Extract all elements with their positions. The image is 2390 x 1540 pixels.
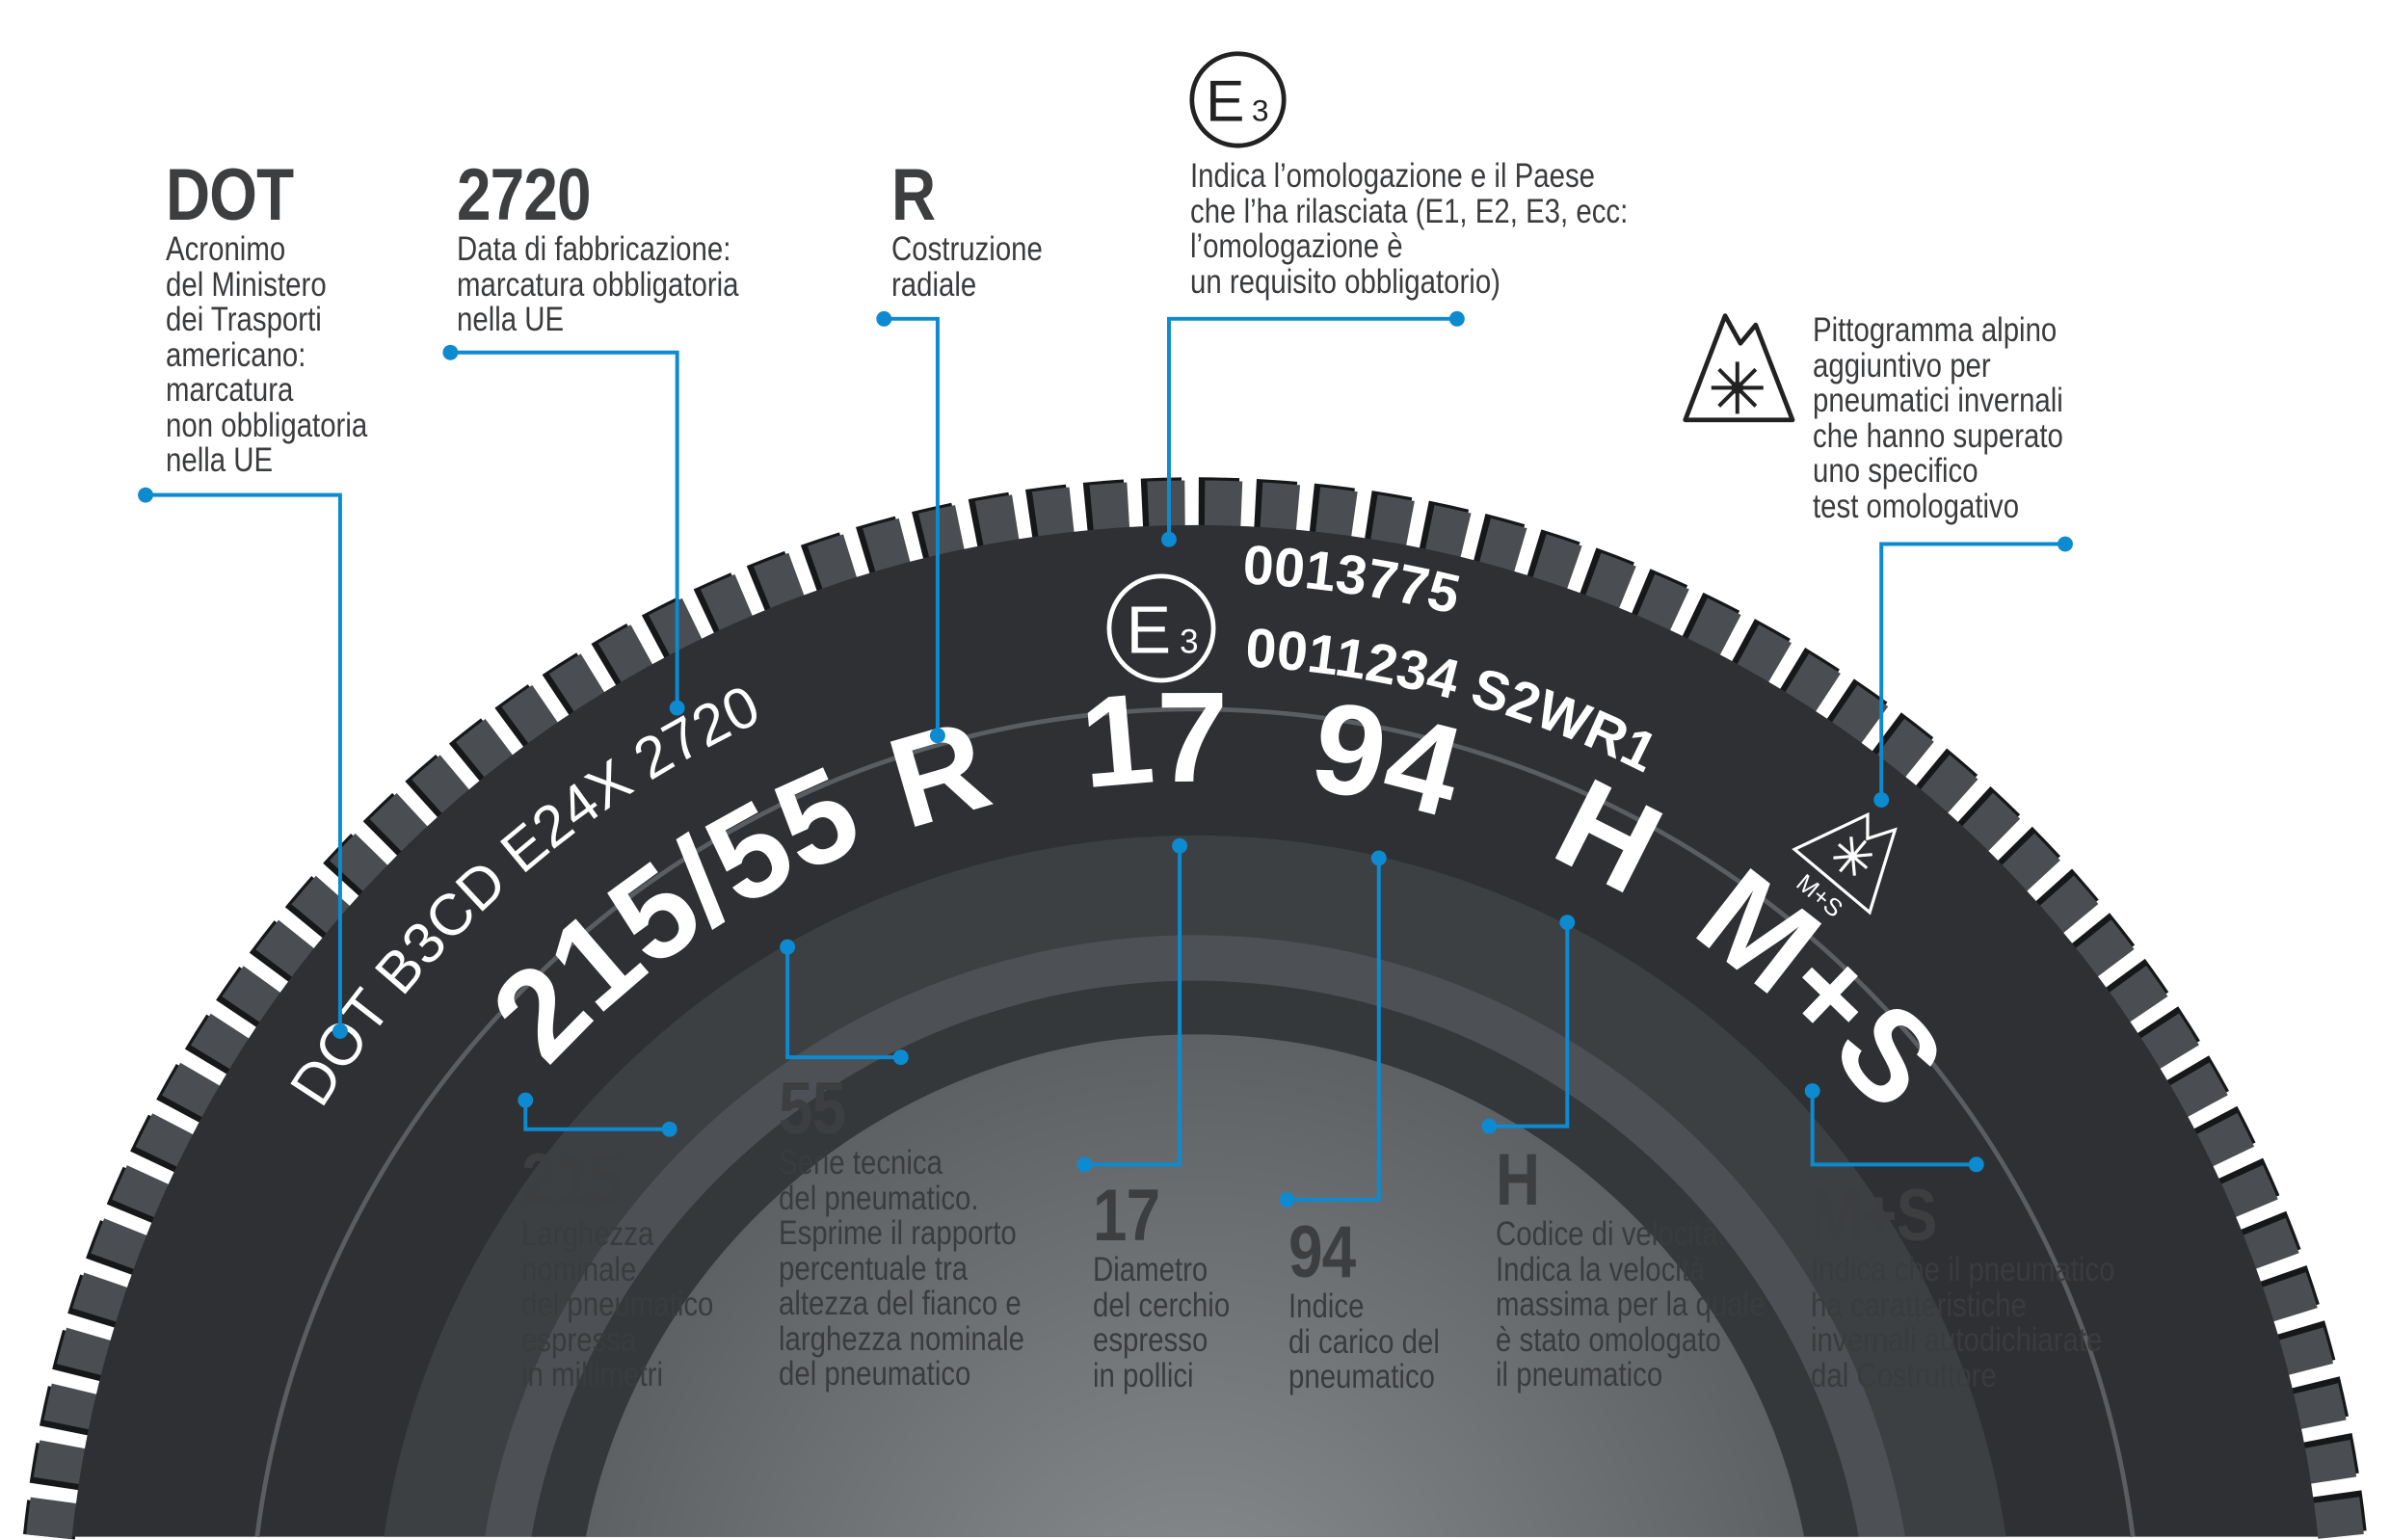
- leader-line-series: [785, 946, 901, 1060]
- leader-dot-date: [442, 344, 459, 360]
- callout-body: Diametro del cerchio espresso in pollici: [1093, 1251, 1231, 1394]
- tread-blocks: [26, 480, 2364, 1540]
- leader-line-rim: [1084, 845, 1182, 1167]
- leader-dot-load: [1370, 850, 1387, 866]
- callout-title: H: [1496, 1139, 1540, 1221]
- leader-line-load: [1287, 858, 1381, 1202]
- callout-title: M+S: [1811, 1175, 1937, 1257]
- leader-dot-ms: [1968, 1156, 1984, 1173]
- tire-body: [22, 477, 2368, 1540]
- leader-dot-radial: [876, 310, 892, 327]
- leader-dot-speed: [1481, 1118, 1498, 1134]
- callout-body: Larghezza nominale del pneumatico espres…: [521, 1215, 714, 1394]
- leader-line-dot: [146, 492, 342, 1032]
- leader-dot-dot: [332, 1023, 348, 1039]
- callout-radial: R Costruzione radiale: [891, 159, 1043, 303]
- callout-body: Codice di velocità. Indica la velocità m…: [1496, 1215, 1766, 1394]
- callout-title: 94: [1288, 1211, 1356, 1293]
- svg-text:3: 3: [1252, 93, 1269, 128]
- leader-dot-ms: [1804, 1083, 1820, 1099]
- callout-title: R: [891, 154, 936, 236]
- callout-title: 2720: [457, 154, 592, 236]
- leader-line-speed: [1489, 922, 1570, 1128]
- rim: [585, 1034, 1805, 1537]
- leader-lines: [138, 310, 2073, 1208]
- svg-text:E: E: [1206, 68, 1244, 134]
- leader-dot-series: [780, 939, 796, 955]
- callout-approval: Indica l’omologazione e il Paese che l’h…: [1190, 157, 1629, 301]
- leader-dot-alpine: [2058, 536, 2073, 552]
- callout-body: Costruzione radiale: [891, 230, 1043, 304]
- callout-body: Pittogramma alpino aggiuntivo per pneuma…: [1813, 311, 2063, 525]
- callout-title: 17: [1093, 1175, 1160, 1257]
- callout-body: Serie tecnica del pneumatico. Esprime il…: [779, 1144, 1024, 1393]
- leader-dot-date: [669, 700, 685, 716]
- callout-body: Indice di carico del pneumatico: [1288, 1288, 1440, 1395]
- callout-speed: H Codice di velocità. Indica la velocità…: [1496, 1144, 1765, 1394]
- svg-text:E: E: [1126, 592, 1171, 667]
- callout-width: 215 Larghezza nominale del pneumatico es…: [521, 1144, 713, 1394]
- leader-dot-width: [661, 1121, 677, 1137]
- tire-ring: [254, 706, 2136, 1537]
- callout-rim: 17 Diametro del cerchio espresso in poll…: [1093, 1180, 1230, 1394]
- callout-alpine: Pittogramma alpino aggiuntivo per pneuma…: [1813, 311, 2063, 525]
- callout-body: Data di fabbricazione: marcatura obbliga…: [457, 230, 739, 338]
- leader-dot-load: [1279, 1191, 1295, 1208]
- leader-dot-width: [518, 1092, 534, 1108]
- leader-line-approval: [1166, 316, 1457, 540]
- leader-line-ms: [1810, 1091, 1977, 1167]
- callout-load: 94 Indice di carico del pneumatico: [1288, 1216, 1440, 1395]
- callout-series: 55 Serie tecnica del pneumatico. Esprime…: [779, 1073, 1024, 1393]
- leader-dot-rim: [1076, 1156, 1093, 1173]
- alpine-pictogram-icon: [1683, 313, 1795, 423]
- leader-line-date: [450, 350, 679, 708]
- leader-dot-alpine: [1873, 792, 1890, 808]
- callout-body: Indica l’omologazione e il Paese che l’h…: [1190, 157, 1629, 301]
- leader-dot-approval: [1161, 531, 1177, 547]
- callout-date: 2720 Data di fabbricazione: marcatura ob…: [457, 159, 739, 338]
- e3-icon: E 3: [1189, 51, 1287, 148]
- leader-dot-rim: [1172, 837, 1188, 854]
- leader-dot-series: [892, 1049, 909, 1066]
- callout-title: DOT: [166, 154, 294, 236]
- callout-dot: DOT Acronimo del Ministero dei Trasporti…: [166, 159, 367, 479]
- leader-dot-speed: [1559, 915, 1576, 931]
- callout-body: Indica che il pneumatico ha caratteristi…: [1811, 1251, 2115, 1394]
- leader-dot-radial: [929, 728, 945, 744]
- approval-e-mark: E 3: [1106, 573, 1216, 683]
- callout-body: Acronimo del Ministero dei Trasporti ame…: [166, 230, 368, 479]
- leader-line-width: [523, 1100, 670, 1131]
- callout-title: 215: [521, 1139, 623, 1221]
- svg-text:3: 3: [1180, 623, 1198, 660]
- callout-ms: M+S Indica che il pneumatico ha caratter…: [1811, 1180, 2114, 1394]
- leader-dot-dot: [138, 487, 153, 503]
- callout-title: 55: [779, 1068, 846, 1150]
- svg-text:94: 94: [1302, 674, 1475, 844]
- leader-dot-approval: [1448, 310, 1465, 327]
- leader-line-radial: [884, 316, 940, 736]
- leader-line-alpine: [1879, 542, 2065, 800]
- marking-load: 94: [1302, 674, 1475, 844]
